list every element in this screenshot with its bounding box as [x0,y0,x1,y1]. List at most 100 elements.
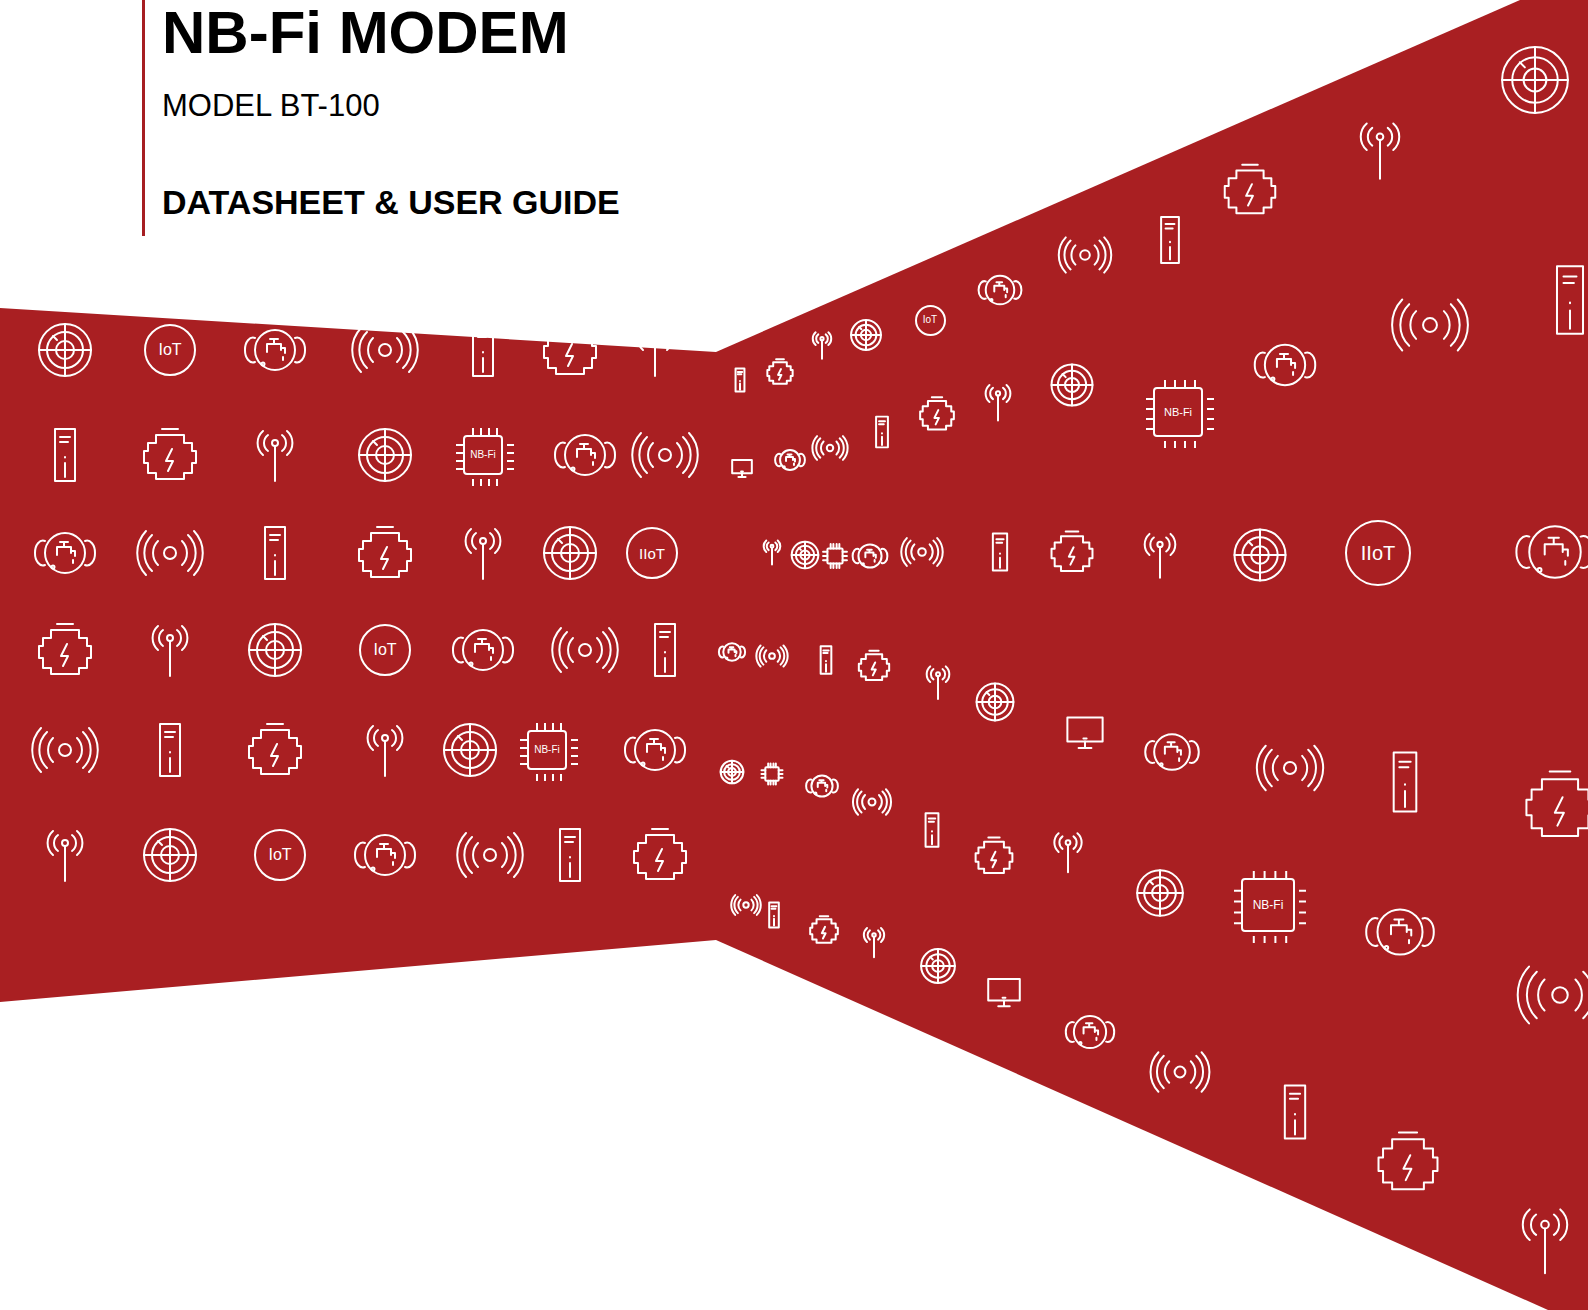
tap-icon [555,435,615,475]
document-title: NB-Fi MODEM [162,0,569,66]
iot-badge: IIoT [1345,520,1411,586]
tap-icon [245,330,305,370]
icon-text: IoT [158,342,181,358]
antenna-icon [638,326,673,376]
target-icon [359,429,411,481]
antenna-icon [813,332,831,358]
waves-icon [756,645,787,666]
server-icon [1161,217,1179,263]
right-wall [716,0,1588,1310]
chip-icon: NB-Fi [463,435,503,475]
tap-icon [1145,734,1198,770]
waves-icon [1392,300,1468,351]
antenna-icon [764,541,781,565]
engine-icon [767,359,792,383]
target-icon [851,320,881,350]
engine-icon [976,838,1013,873]
tap-icon [775,450,805,470]
chip-icon [823,544,847,568]
engine-icon [359,527,411,577]
target-icon [39,324,91,376]
engine-icon [859,651,889,680]
icon-text: IoT [373,642,396,658]
waves-icon [552,628,618,672]
engine-icon [39,624,91,674]
iot-badge: IoT [915,305,946,336]
left-wall [0,308,716,1002]
antenna-icon [927,666,950,698]
target-icon [249,624,301,676]
engine-icon [810,916,838,943]
antenna-icon [258,431,293,481]
server-icon [560,829,580,881]
waves-icon [812,436,847,460]
tap-icon [979,276,1022,305]
target-icon [792,542,819,569]
tap-icon [719,643,745,660]
server-icon [769,903,779,928]
chip-pin-lines [456,428,514,486]
chip-pin-lines [1234,871,1306,943]
engine-icon [634,829,686,879]
waves-icon [32,728,98,772]
antenna-icon [48,831,83,881]
waves-icon [1151,1052,1210,1092]
monitor-icon [732,460,752,477]
antenna-icon [153,626,188,676]
waves-icon [457,833,523,877]
antenna-icon [1054,833,1081,872]
accent-bar [142,0,145,236]
chip-icon: NB-Fi [1241,878,1295,932]
server-icon [736,368,745,391]
server-icon [160,724,180,776]
icon-text: NB-Fi [534,745,560,755]
engine-icon [144,429,196,479]
server-icon [926,813,939,846]
icon-text: NB-Fi [1164,407,1192,418]
engine-icon [249,724,301,774]
target-icon [544,527,596,579]
engine-icon [1052,532,1093,571]
icon-text: IIoT [639,546,665,561]
antenna-icon [986,385,1011,421]
iot-badge: IoT [144,324,196,376]
target-icon [144,829,196,881]
antenna-icon [368,726,403,776]
server-icon [821,646,832,674]
tap-icon [806,775,838,796]
antenna-icon [1361,123,1400,178]
target-icon [1137,870,1183,916]
chip-icon [761,763,782,784]
target-icon [977,684,1014,721]
antenna-icon [1145,534,1176,578]
server-icon [1394,753,1417,812]
iot-badge: IoT [359,624,411,676]
tap-icon [1366,909,1434,954]
tap-icon [853,544,888,567]
iot-badge: IIoT [626,527,678,579]
model-number: MODEL BT-100 [162,88,380,124]
monitor-icon [1067,718,1102,748]
waves-icon [1059,237,1111,272]
engine-icon [544,324,596,374]
server-icon [655,624,675,676]
chip-pin-lines [1146,380,1214,448]
antenna-icon [864,928,884,957]
target-icon [1052,365,1093,406]
waves-icon [632,433,698,477]
chip-icon: NB-Fi [1153,387,1203,437]
antenna-icon [1523,1209,1567,1273]
waves-icon [901,538,942,566]
icon-text: IIoT [1361,543,1395,563]
target-icon [444,724,496,776]
server-icon [265,527,285,579]
waves-icon [352,328,418,372]
target-icon [1502,47,1568,113]
waves-icon [853,789,891,815]
waves-icon [731,895,761,915]
document-subtitle: DATASHEET & USER GUIDE [162,182,620,222]
iot-badge: IoT [254,829,306,881]
chip-pin-lines [520,723,578,781]
target-icon [721,761,744,784]
icon-pattern [32,47,1588,1273]
